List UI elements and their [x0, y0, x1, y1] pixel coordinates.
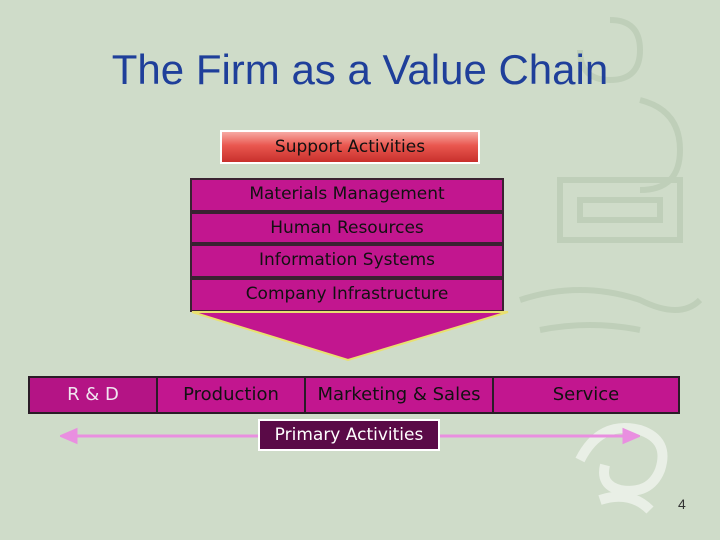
support-item-human-resources: Human Resources: [190, 212, 504, 244]
support-activities-label: Support Activities: [220, 130, 480, 164]
support-item-company-infrastructure: Company Infrastructure: [190, 278, 504, 312]
support-activities-stack: Materials Management Human Resources Inf…: [190, 178, 504, 312]
primary-item-service: Service: [552, 384, 620, 405]
slide-title: The Firm as a Value Chain: [111, 46, 609, 93]
primary-item-marketing-sales: Marketing & Sales: [306, 378, 494, 412]
primary-span-arrows: [60, 427, 640, 445]
primary-item-r-and-d: R & D: [30, 378, 158, 412]
page-number: 4: [678, 496, 686, 512]
support-item-information-systems: Information Systems: [190, 244, 504, 278]
primary-activities-label: Primary Activities: [258, 419, 440, 451]
primary-item-production: Production: [158, 378, 306, 412]
support-item-materials-management: Materials Management: [190, 178, 504, 212]
primary-activities-row: R & D Production Marketing & Sales Servi…: [28, 376, 680, 414]
funnel-arrow: [191, 311, 509, 362]
